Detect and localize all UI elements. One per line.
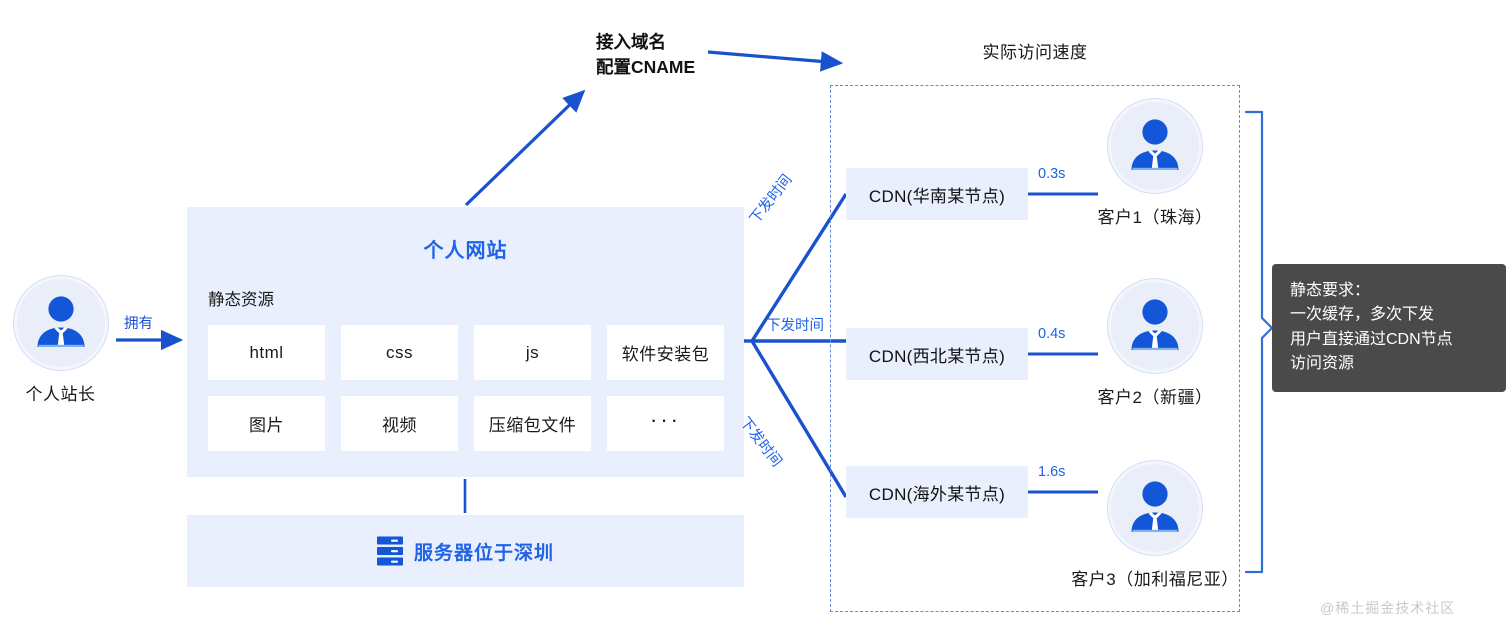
website-title: 个人网站 [423,240,508,262]
own-arrow-label: 拥有 [124,316,153,332]
client-avatar [1107,460,1203,556]
owner-avatar [12,275,109,371]
latency-label: 0.4s [1038,326,1066,342]
static-resource-tiles: html css js 软件安装包 图片 视频 压缩包文件 ··· [208,325,744,451]
person-avatar-icon [1131,481,1179,532]
latency-label: 0.3s [1038,166,1066,182]
resource-tile[interactable]: 软件安装包 [607,325,724,380]
resource-tile-more[interactable]: ··· [607,396,724,451]
cname-annotation: 接入域名 配置CNAME [596,30,826,81]
client-label: 客户3（加利福尼亚） [1071,570,1239,589]
server-panel: 服务器位于深圳 [187,515,744,587]
cname-line-1: 接入域名 [596,32,666,52]
tooltip-line: 访问资源 [1290,355,1355,373]
latency-label: 1.6s [1038,464,1066,480]
branch-label-middle: 下发时间 [766,318,824,334]
client-group: 客户2（新疆） [1060,278,1250,408]
static-resources-label: 静态资源 [208,291,274,309]
client-label: 客户1（珠海） [1097,208,1213,227]
resource-tile[interactable]: 压缩包文件 [474,396,591,451]
resource-tile[interactable]: 视频 [341,396,458,451]
client-group: 客户1（珠海） [1060,98,1250,228]
cdn-region-title: 实际访问速度 [982,43,1088,62]
resource-tile[interactable]: 图片 [208,396,325,451]
watermark: @稀土掘金技术社区 [1320,600,1456,616]
cdn-region-boundary [830,85,1240,612]
person-avatar-icon [37,296,84,347]
static-requirements-tooltip: 静态要求： 一次缓存，多次下发 用户直接通过CDN节点 访问资源 [1272,264,1506,392]
owner-group: 个人站长 [8,275,113,405]
resource-tile[interactable]: html [208,325,325,380]
owner-label: 个人站长 [25,385,96,404]
server-location-label: 服务器位于深圳 [413,542,554,564]
client-group: 客户3（加利福尼亚） [1060,460,1250,590]
website-to-cname-arrow [464,89,586,207]
cdn-node-box[interactable]: CDN(西北某节点) [846,328,1028,380]
branch-label-top: 下发时间 [747,171,796,228]
resource-tile[interactable]: js [474,325,591,380]
cdn-node-box[interactable]: CDN(海外某节点) [846,466,1028,518]
person-avatar-icon [1131,299,1179,350]
client-label: 客户2（新疆） [1097,388,1213,407]
cdn-node-box[interactable]: CDN(华南某节点) [846,168,1028,220]
tooltip-line: 用户直接通过CDN节点 [1290,330,1453,348]
tooltip-line: 静态要求： [1290,282,1371,299]
resource-tile[interactable]: css [341,325,458,380]
person-avatar-icon [1131,119,1179,170]
client-avatar [1107,278,1203,374]
website-panel: 个人网站 静态资源 html css js 软件安装包 图片 视频 压缩包文件 … [187,207,744,477]
server-rack-icon [376,536,403,566]
tooltip-line: 一次缓存，多次下发 [1290,306,1435,324]
cname-line-2: 配置CNAME [596,57,696,78]
client-avatar [1107,98,1203,194]
